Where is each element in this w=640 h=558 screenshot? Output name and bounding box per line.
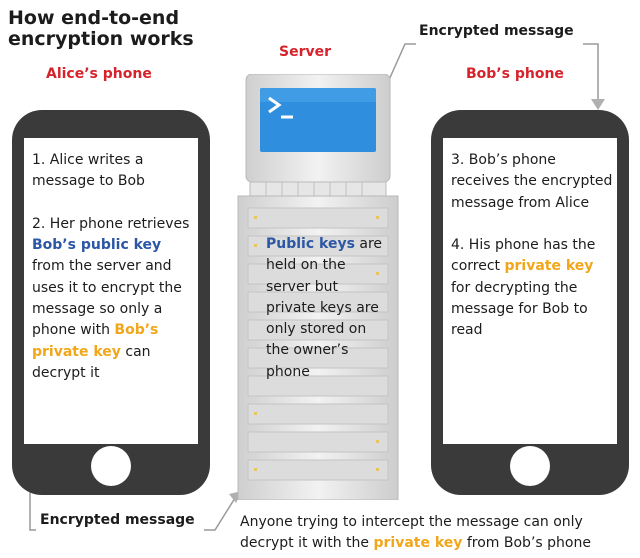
bottom-arrow-line [29,490,36,531]
bob-phone [431,110,629,495]
top-encrypted-message-label: Encrypted message [419,23,574,39]
intercept-note-line-2: decrypt it with the private key from Bob… [240,535,591,551]
server-label: Server [279,44,332,60]
alice-step-2: 2. Her phone retrieves Bob’s public key … [32,215,190,381]
alice-phone-text: 1. Alice writes a message to Bob 2. Her … [32,150,196,406]
diagram-title: How end-to-end encryption works [8,8,194,50]
monitor-screen [260,88,376,152]
bottom-private-key-text: private key [373,535,463,551]
bob-step-3: 3. Bob’s phone receives the encrypted me… [451,152,613,211]
top-arrow-line-right [583,43,599,100]
bob-phone-text: 3. Bob’s phone receives the encrypted me… [451,150,615,363]
bob-step-4: 4. His phone has the correct private key… [451,237,596,339]
server-graphic [237,74,399,500]
arrow-icon [591,99,605,110]
bottom-arrow-line-right [204,497,236,531]
bottom-encrypted-message-label: Encrypted message [40,512,195,528]
title-line-2: encryption works [8,28,194,50]
bob-home-button [510,446,550,486]
bobs-private-key-text: Bob’s private key [32,322,159,360]
intercept-note-line-1: Anyone trying to intercept the message c… [240,514,583,530]
bob-phone-screen [443,138,617,444]
terminal-prompt-icon [268,96,293,119]
title-line-1: How end-to-end [8,7,180,29]
bobs-public-key-text: Bob’s public key [32,237,162,254]
alice-phone-label: Alice’s phone [46,66,152,82]
alice-phone-screen [24,138,198,444]
intercept-note: Anyone trying to intercept the message c… [240,512,638,554]
private-key-text: private key [504,258,594,275]
server-description-rest: are held on the server but private keys … [266,236,383,380]
alice-step-1: 1. Alice writes a message to Bob [32,152,145,190]
alice-home-button [91,446,131,486]
server-description: Public keys are held on the server but p… [266,234,382,383]
alice-phone [12,110,210,495]
bob-phone-label: Bob’s phone [466,66,564,82]
public-keys-text: Public keys [266,236,355,252]
